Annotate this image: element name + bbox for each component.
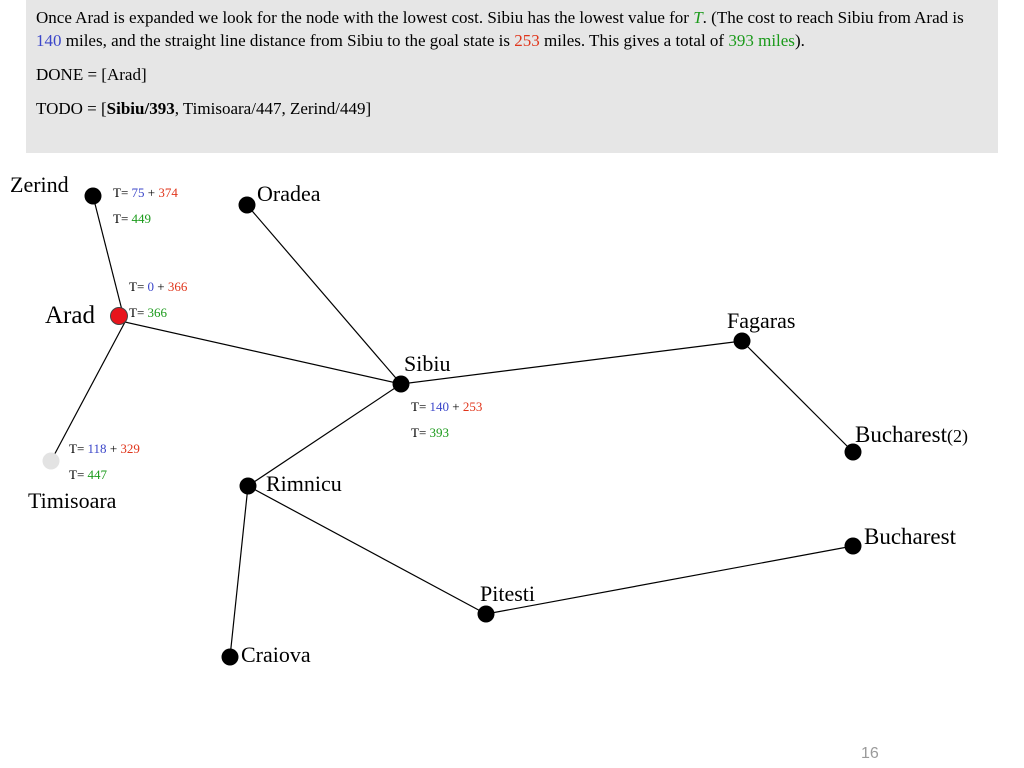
cost-formula-timisoara: T= 118 + 329	[69, 441, 140, 456]
label-bucharest: Bucharest	[864, 524, 957, 549]
cost-total-sibiu: T= 393	[411, 425, 449, 440]
label-timisoara: Timisoara	[28, 488, 117, 513]
done-list: DONE = [Arad]	[36, 65, 147, 84]
edge-zerind-arad	[92, 195, 126, 323]
text-run: Once Arad is expanded we look for the no…	[36, 8, 694, 27]
cost-total-timisoara: T= 447	[69, 467, 108, 482]
graph-edges	[50, 195, 854, 658]
todo-list: TODO = [Sibiu/393, Timisoara/447, Zerind…	[36, 97, 988, 120]
text-run: ).	[794, 31, 805, 50]
label-bucharest2: Bucharest(2)	[855, 422, 968, 447]
label-arad: Arad	[45, 302, 95, 329]
label-sibiu: Sibiu	[404, 351, 450, 376]
edge-oradea-sibiu	[246, 204, 402, 385]
cost-formula-zerind: T= 75 + 374	[113, 185, 178, 200]
node-rimnicu	[239, 477, 257, 495]
text-run: miles. This gives a total of	[539, 31, 729, 50]
label-oradea: Oradea	[257, 181, 321, 206]
label-rimnicu: Rimnicu	[266, 471, 342, 496]
node-oradea	[238, 196, 256, 214]
cost-formula-sibiu: T= 140 + 253	[411, 399, 482, 414]
todo-remaining: , Timisoara/447, Zerind/449]	[174, 99, 372, 118]
node-fagaras	[733, 332, 751, 350]
label-zerind: Zerind	[10, 172, 69, 197]
node-sibiu	[392, 375, 410, 393]
todo-best-entry: Sibiu/393	[106, 99, 175, 118]
text-run: miles, and the straight line distance fr…	[61, 31, 515, 50]
edge-rimnicu-pitesti	[247, 485, 487, 615]
node-bucharest2	[844, 443, 862, 461]
cost-formula-arad: T= 0 + 366	[129, 279, 188, 294]
graph-annotations: T= 75 + 374 T= 449 T= 0 + 366 T= 366 T= 140 …	[69, 185, 482, 482]
edge-arad-timisoara	[50, 321, 126, 462]
total-cost-value: 393 miles	[728, 31, 795, 50]
edge-arad-sibiu	[124, 321, 402, 385]
cost-total-arad: T= 366	[129, 305, 168, 320]
edge-pitesti-bucharest	[485, 545, 854, 615]
graph-nodes	[42, 187, 862, 666]
node-arad	[110, 307, 128, 325]
label-fagaras: Fagaras	[727, 308, 795, 333]
node-craiova	[221, 648, 239, 666]
node-pitesti	[477, 605, 495, 623]
label-pitesti: Pitesti	[480, 581, 535, 606]
edge-fagaras-bucharest2	[741, 340, 854, 453]
page-number: 16	[861, 745, 879, 762]
text-run: . (The cost to reach Sibiu from Arad is	[702, 8, 964, 27]
explanation-panel: Once Arad is expanded we look for the no…	[26, 0, 998, 153]
node-timisoara	[42, 452, 60, 470]
edge-rimnicu-craiova	[229, 485, 249, 658]
node-bucharest	[844, 537, 862, 555]
explanation-paragraph: Once Arad is expanded we look for the no…	[36, 6, 988, 52]
h-cost-value: 253	[514, 31, 540, 50]
edge-sibiu-rimnicu	[247, 383, 402, 487]
edge-sibiu-fagaras	[400, 340, 743, 385]
node-zerind	[84, 187, 102, 205]
todo-prefix: TODO = [	[36, 99, 107, 118]
t-symbol: T	[693, 8, 703, 27]
g-cost-value: 140	[36, 31, 62, 50]
label-craiova: Craiova	[241, 642, 311, 667]
cost-total-zerind: T= 449	[113, 211, 151, 226]
